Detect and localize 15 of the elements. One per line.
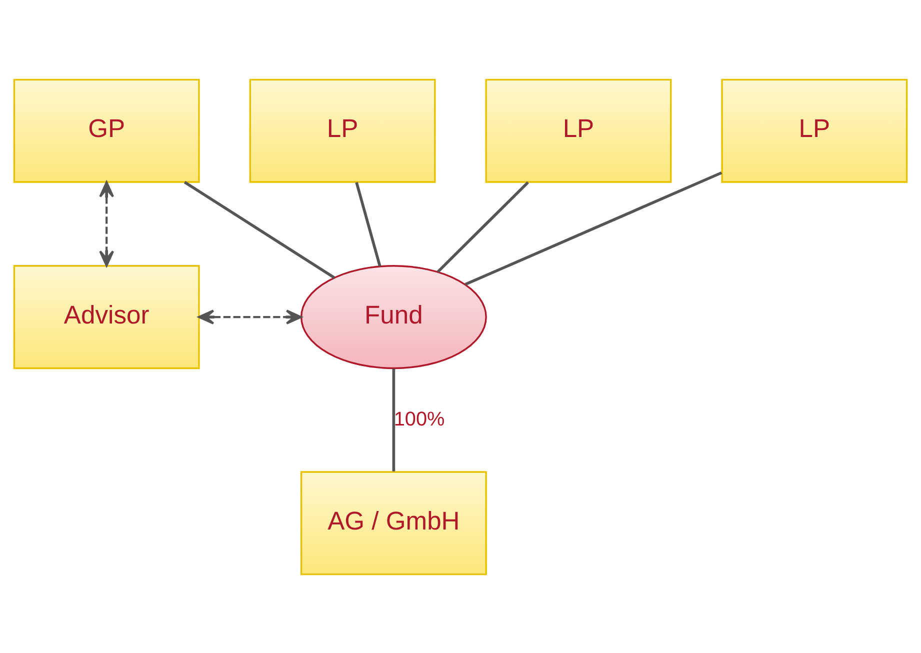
node-ellipse: Fund <box>300 264 487 369</box>
connector <box>464 170 722 286</box>
node-box: LP <box>485 78 672 182</box>
arrow <box>99 180 114 266</box>
connector <box>184 180 336 278</box>
connector <box>392 368 396 471</box>
connector <box>355 182 382 266</box>
node-box: GP <box>13 78 200 182</box>
node-box: LP <box>721 78 908 182</box>
node-box: Advisor <box>13 264 200 369</box>
edge-label: 100% <box>394 408 445 430</box>
node-box: LP <box>249 78 436 182</box>
node-box: AG / GmbH <box>300 470 487 575</box>
connector <box>436 180 529 272</box>
arrow <box>198 309 302 324</box>
